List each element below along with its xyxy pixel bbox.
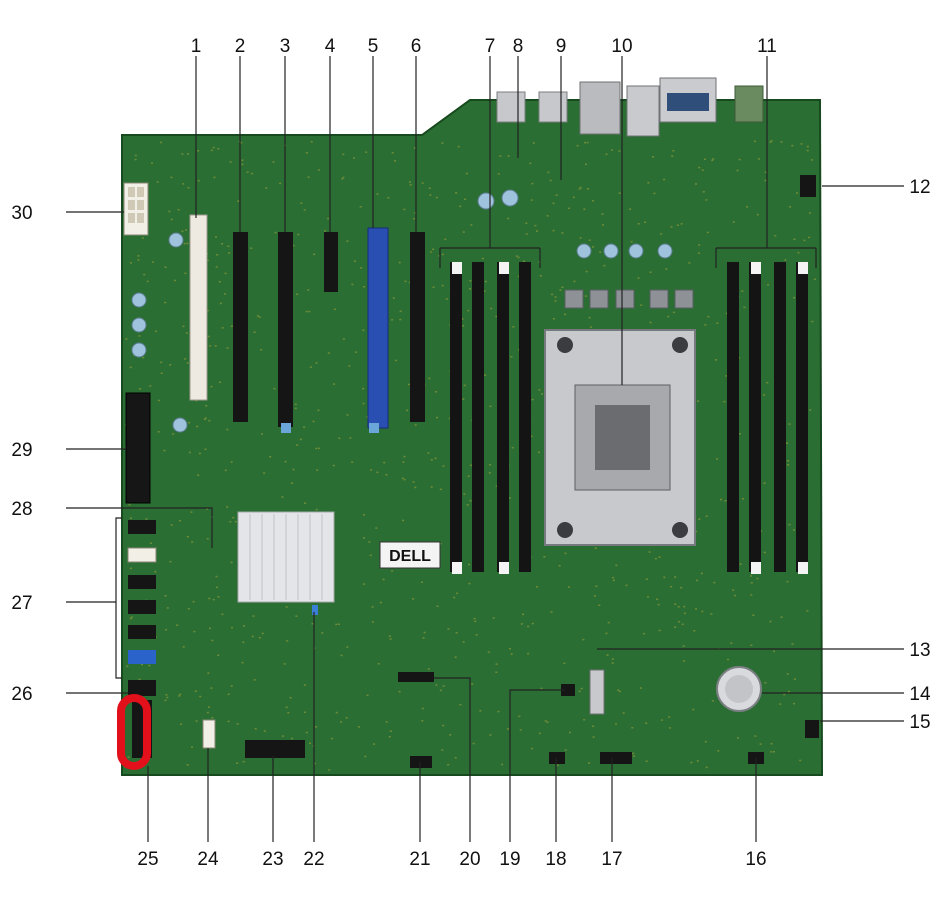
- callout-16: 16: [745, 849, 766, 870]
- coin-cell-battery: [716, 666, 762, 712]
- callout-10: 10: [611, 36, 632, 57]
- callout-7: 7: [485, 36, 496, 57]
- vrm-chokes: [564, 289, 694, 309]
- callout-6: 6: [411, 36, 422, 57]
- callout-29: 29: [11, 440, 32, 461]
- callout-25: 25: [137, 849, 158, 870]
- callout-2: 2: [235, 36, 246, 57]
- memory-slots-left: [450, 262, 531, 574]
- callout-18: 18: [545, 849, 566, 870]
- memory-slots-right: [727, 262, 808, 574]
- callout-17: 17: [601, 849, 622, 870]
- callout-14: 14: [909, 684, 931, 705]
- brand-label: DELL: [389, 548, 431, 565]
- expansion-slots: [189, 214, 425, 433]
- callout-28: 28: [11, 499, 32, 520]
- callout-15: 15: [909, 712, 930, 733]
- power-connector-8pin: [123, 182, 149, 236]
- power-connector-24pin: [125, 392, 151, 504]
- callout-labels: 1 2 3 4 5 6 7 8 9 10 11 12 13 14 15 16 1…: [11, 36, 931, 870]
- sata-connectors: [127, 520, 157, 696]
- processor-socket: [544, 329, 696, 546]
- callout-8: 8: [513, 36, 524, 57]
- callout-24: 24: [197, 849, 219, 870]
- callout-20: 20: [459, 849, 480, 870]
- callout-22: 22: [303, 849, 324, 870]
- callout-5: 5: [368, 36, 379, 57]
- chipset-heatsink: [237, 511, 335, 603]
- rear-io-ports: [496, 77, 764, 137]
- callout-23: 23: [262, 849, 283, 870]
- highlight-circle: [117, 694, 151, 770]
- callout-9: 9: [556, 36, 567, 57]
- callout-12: 12: [909, 177, 930, 198]
- callout-13: 13: [909, 640, 930, 661]
- callout-19: 19: [499, 849, 520, 870]
- dell-logo: DELL: [379, 541, 441, 569]
- callout-4: 4: [325, 36, 336, 57]
- leader-lines: [66, 56, 904, 842]
- callout-30: 30: [11, 203, 32, 224]
- callout-1: 1: [191, 36, 202, 57]
- callout-21: 21: [409, 849, 430, 870]
- callout-27: 27: [11, 593, 32, 614]
- callout-3: 3: [280, 36, 291, 57]
- callout-26: 26: [11, 684, 32, 705]
- callout-11: 11: [757, 36, 777, 57]
